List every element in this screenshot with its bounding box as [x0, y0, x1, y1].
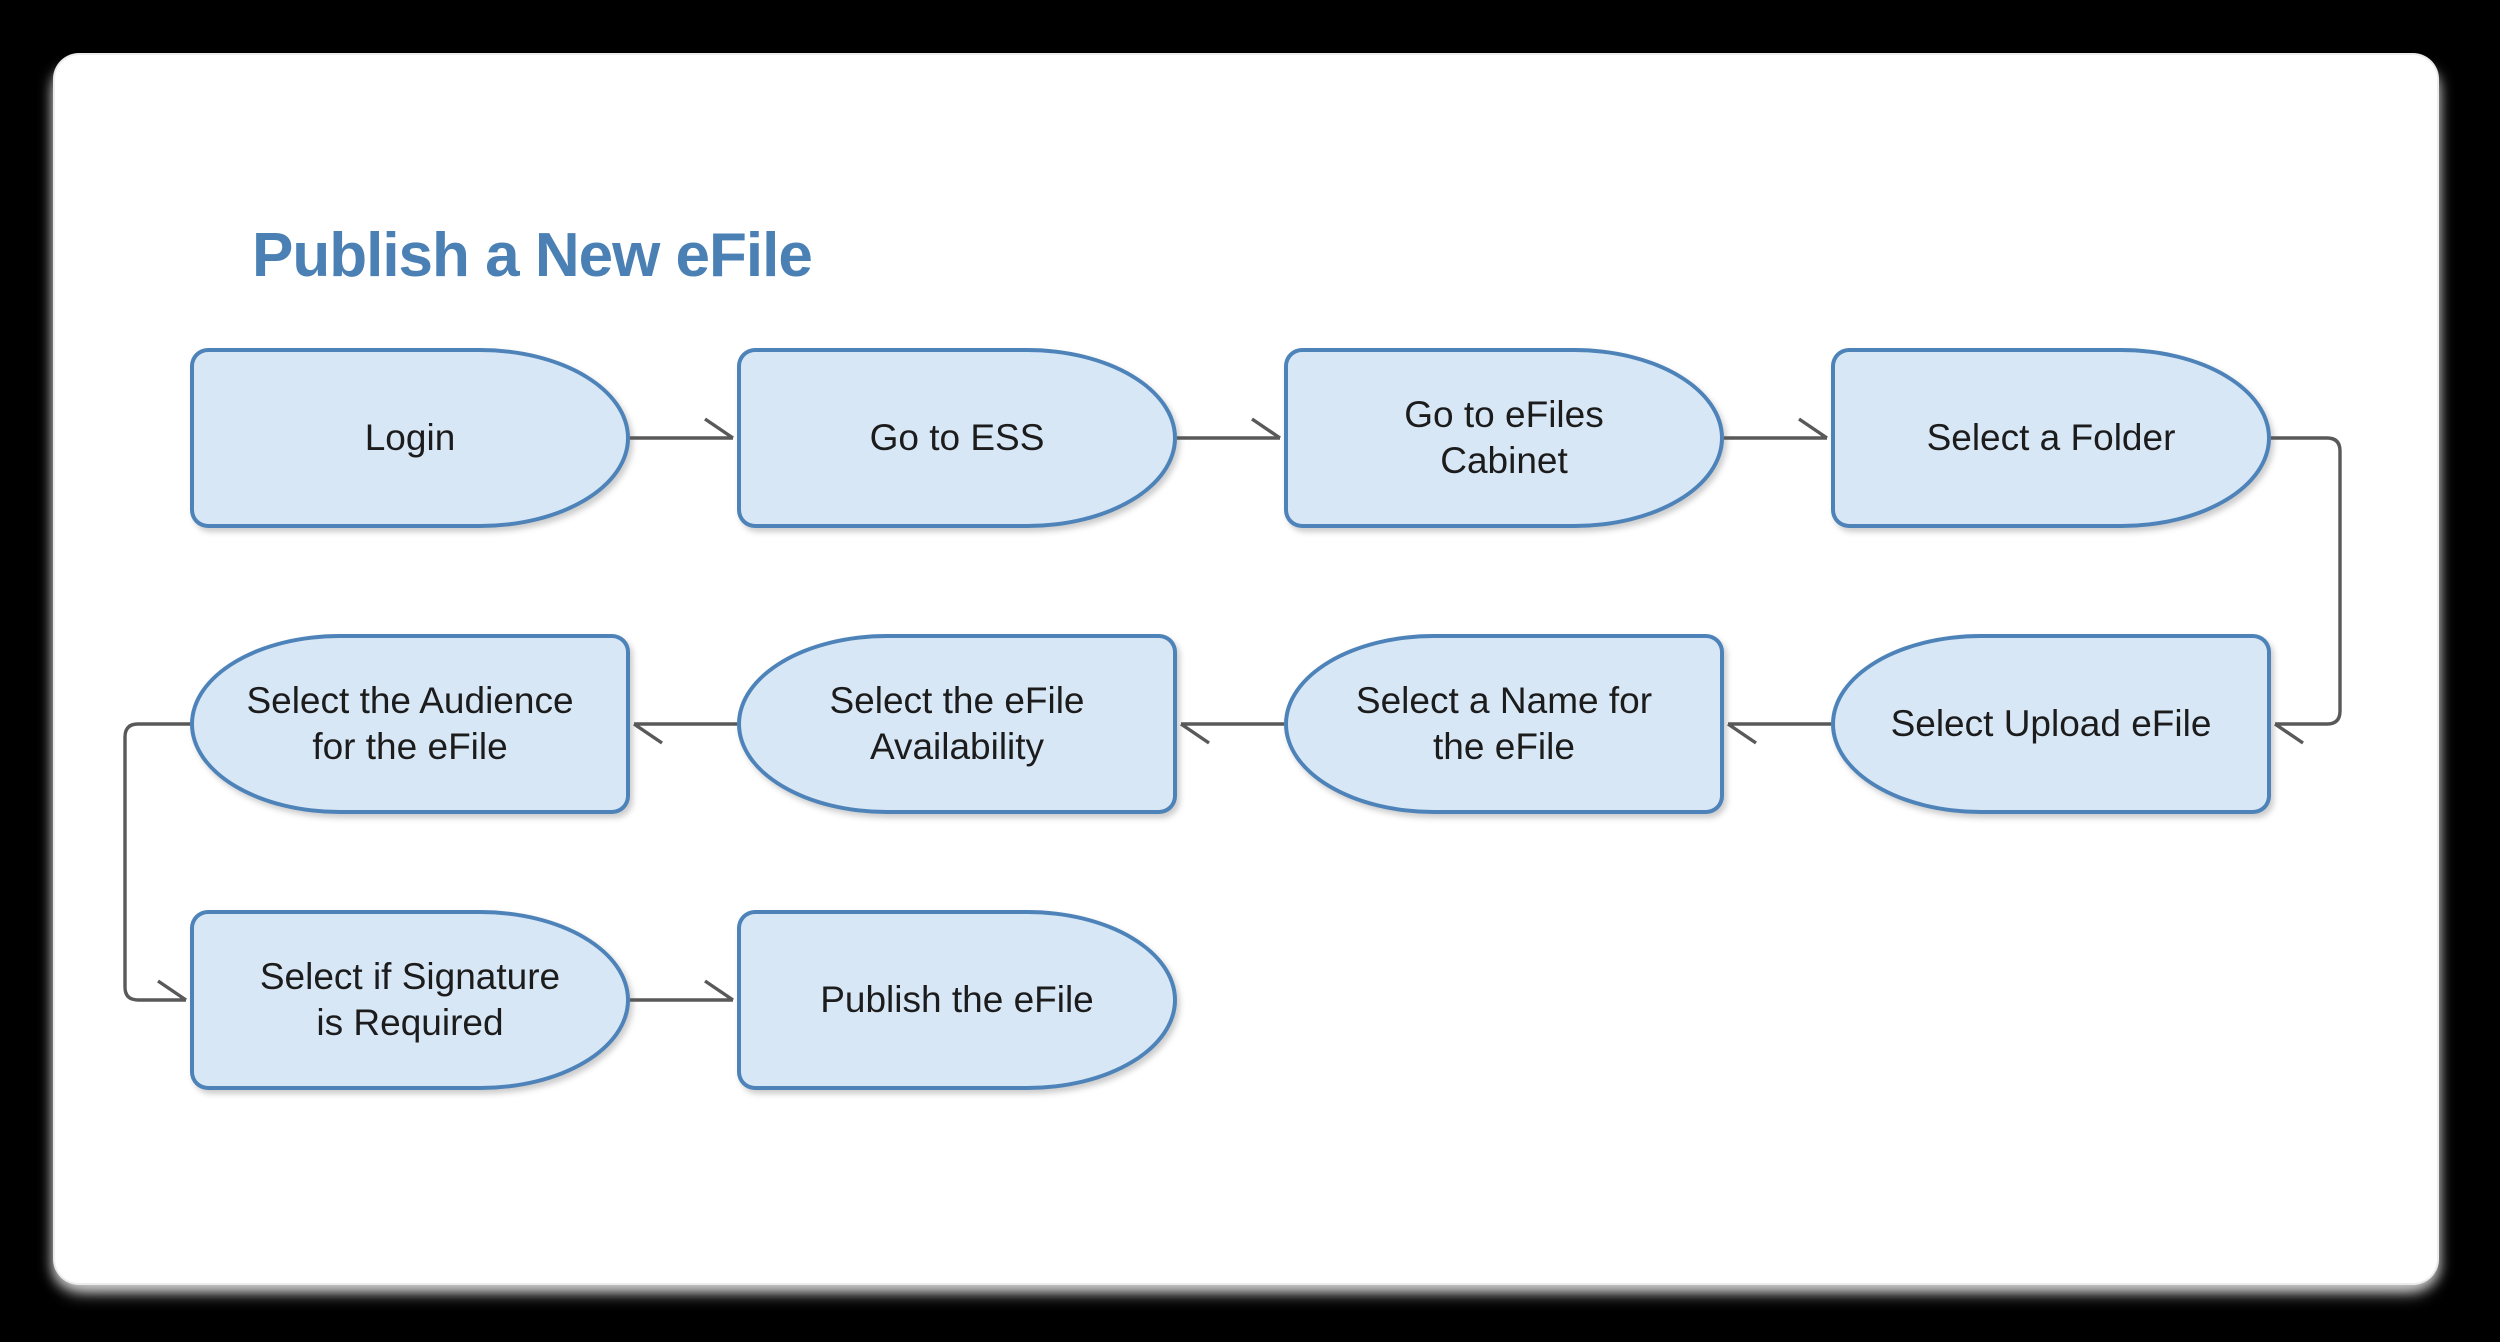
flow-node-select-upload-efile: Select Upload eFile — [1831, 634, 2271, 814]
flow-node-select-the-audience: Select the Audience for the eFile — [190, 634, 630, 814]
connector-go-to-ess-to-efiles-cabinet — [1177, 417, 1281, 440]
connector-select-a-name-to-efile-availability — [1180, 722, 1284, 745]
flow-node-label: Select Upload eFile — [1890, 703, 2212, 744]
connector-efile-availability-to-audience — [633, 722, 737, 745]
flow-node-label: Select a Name for the eFile — [1355, 680, 1653, 767]
flow-node-publish-the-efile: Publish the eFile — [737, 910, 1177, 1090]
flow-node-login: Login — [190, 348, 630, 528]
flow-node-label: Go to ESS — [869, 417, 1045, 458]
flow-node-label: Select if Signature is Required — [259, 956, 561, 1043]
flow-node-label: Select a Folder — [1926, 417, 2176, 458]
page-title: Publish a New eFile — [252, 221, 813, 290]
flow-node-label: Select the Audience for the eFile — [246, 680, 574, 767]
flow-node-select-the-efile-availability: Select the eFile Availability — [737, 634, 1177, 814]
flow-node-select-if-signature-required: Select if Signature is Required — [190, 910, 630, 1090]
connector-select-a-folder-to-select-upload-efile — [2271, 436, 2342, 745]
flow-node-select-a-name-for-the-efile: Select a Name for the eFile — [1284, 634, 1724, 814]
connector-audience-to-signature — [123, 722, 190, 1002]
flow-node-go-to-efiles-cabinet: Go to eFiles Cabinet — [1284, 348, 1724, 528]
flow-node-label: Go to eFiles Cabinet — [1404, 394, 1604, 481]
connector-select-upload-efile-to-select-a-name — [1727, 722, 1831, 745]
flow-node-label: Select the eFile Availability — [829, 680, 1085, 767]
flow-node-select-a-folder: Select a Folder — [1831, 348, 2271, 528]
flow-node-label: Login — [364, 417, 456, 458]
connector-signature-to-publish — [630, 979, 734, 1002]
connector-efiles-cabinet-to-select-a-folder — [1724, 417, 1828, 440]
flow-node-label: Publish the eFile — [820, 979, 1094, 1020]
connector-login-to-go-to-ess — [630, 417, 734, 440]
flow-node-go-to-ess: Go to ESS — [737, 348, 1177, 528]
